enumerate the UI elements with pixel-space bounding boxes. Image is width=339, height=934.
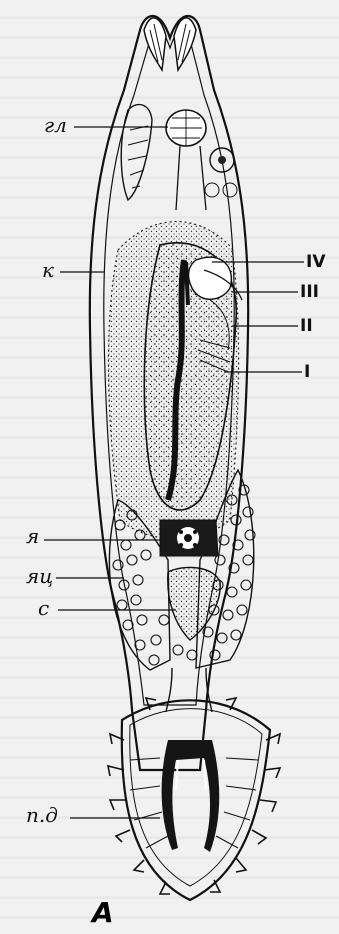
anterior-lobe-right — [174, 18, 196, 70]
label-ii: II — [300, 318, 313, 335]
anterior-lobe-left — [144, 18, 166, 70]
disc-ribs — [130, 758, 258, 848]
label-pd: п.д — [26, 805, 58, 825]
central-hooks — [162, 740, 220, 852]
posterior-disc — [122, 700, 270, 900]
label-s: с — [38, 598, 49, 618]
label-iii: III — [300, 284, 319, 301]
label-ya: я — [26, 526, 39, 546]
label-i: I — [304, 364, 310, 381]
gland-left — [121, 105, 152, 200]
label-gl: гл — [44, 115, 67, 135]
label-k: к — [42, 260, 54, 280]
figure-caption: A — [92, 896, 114, 929]
label-iv: IV — [306, 254, 325, 271]
label-yats: яц — [26, 566, 53, 586]
larva-stage-iv — [189, 257, 232, 299]
